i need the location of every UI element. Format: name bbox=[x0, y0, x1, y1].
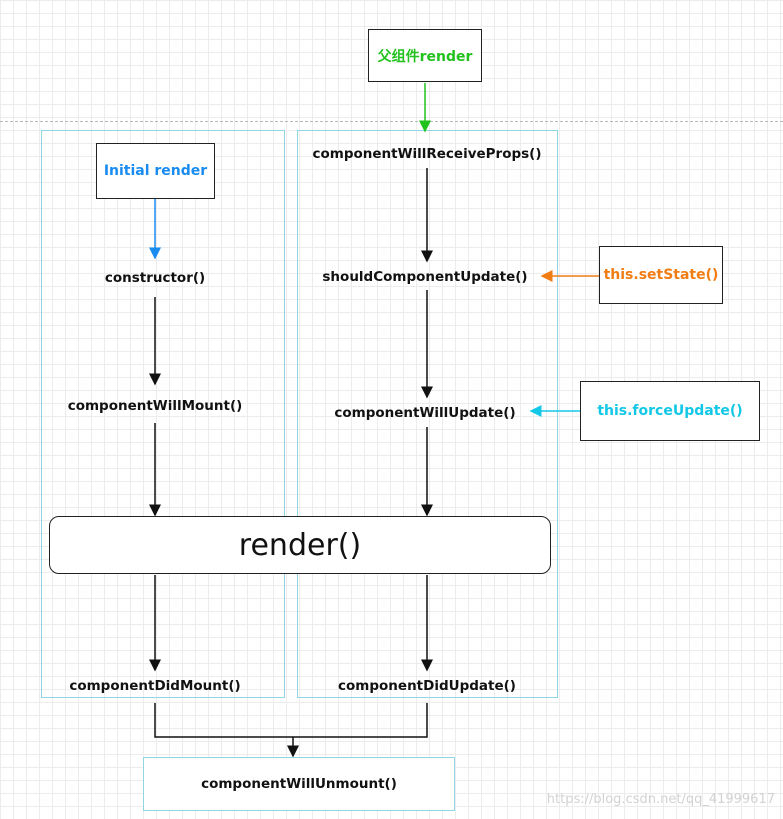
parent-render-label: 父组件render bbox=[377, 48, 473, 65]
set-state-box: this.setState() bbox=[599, 246, 723, 304]
component-did-mount-label: componentDidMount() bbox=[69, 678, 241, 694]
mount-phase-panel bbox=[41, 130, 285, 698]
render-box: render() bbox=[49, 516, 551, 574]
component-will-update-label: componentWillUpdate() bbox=[334, 405, 516, 421]
component-will-unmount-label: componentWillUnmount() bbox=[201, 776, 397, 792]
initial-render-box: Initial render bbox=[96, 143, 215, 199]
component-did-update-label: componentDidUpdate() bbox=[338, 678, 516, 694]
component-will-unmount-box: componentWillUnmount() bbox=[143, 757, 455, 811]
force-update-box: this.forceUpdate() bbox=[580, 381, 760, 441]
render-label: render() bbox=[238, 527, 362, 563]
constructor-label: constructor() bbox=[104, 270, 206, 286]
force-update-label: this.forceUpdate() bbox=[597, 403, 743, 419]
component-will-mount-label: componentWillMount() bbox=[67, 398, 243, 414]
component-will-receive-props-label: componentWillReceiveProps() bbox=[312, 146, 542, 162]
parent-render-box: 父组件render bbox=[368, 29, 482, 82]
set-state-label: this.setState() bbox=[603, 267, 719, 283]
dashed-separator bbox=[0, 121, 783, 122]
should-component-update-label: shouldComponentUpdate() bbox=[322, 269, 528, 285]
initial-render-label: Initial render bbox=[103, 163, 208, 179]
watermark: https://blog.csdn.net/qq_41999617 bbox=[546, 792, 775, 807]
join-line-to-unmount bbox=[154, 703, 428, 738]
